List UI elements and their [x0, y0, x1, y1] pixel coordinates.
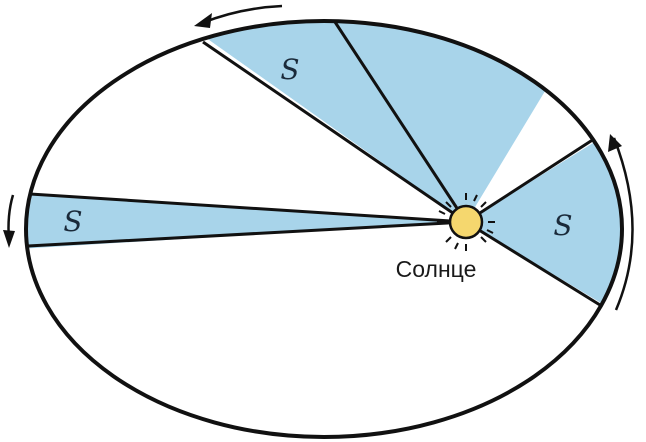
sector-left-edge-1 — [29, 192, 467, 224]
left-arrowhead-icon — [3, 230, 15, 248]
sector-left-edge-2 — [27, 220, 467, 248]
top-arrowhead-icon — [194, 13, 212, 28]
sector-top-edge-2 — [333, 21, 468, 223]
right-arrowhead-icon — [608, 134, 622, 152]
sector-top-label: S — [280, 53, 300, 86]
sun-label: Солнце — [395, 256, 477, 282]
sun-rays — [437, 193, 495, 251]
sector-top-edge-1 — [202, 40, 467, 224]
right-arrow-icon — [612, 137, 634, 311]
top-arrow-icon — [201, 4, 283, 25]
sector-right-edge-2 — [465, 220, 601, 307]
sector-left — [26, 193, 466, 250]
sector-right-label: S — [553, 209, 573, 242]
orbit-ellipse — [24, 19, 624, 439]
sector-right-edge-1 — [465, 137, 595, 224]
sun-icon — [448, 204, 484, 240]
sector-right — [466, 110, 622, 330]
sector-left-label: S — [63, 205, 83, 238]
